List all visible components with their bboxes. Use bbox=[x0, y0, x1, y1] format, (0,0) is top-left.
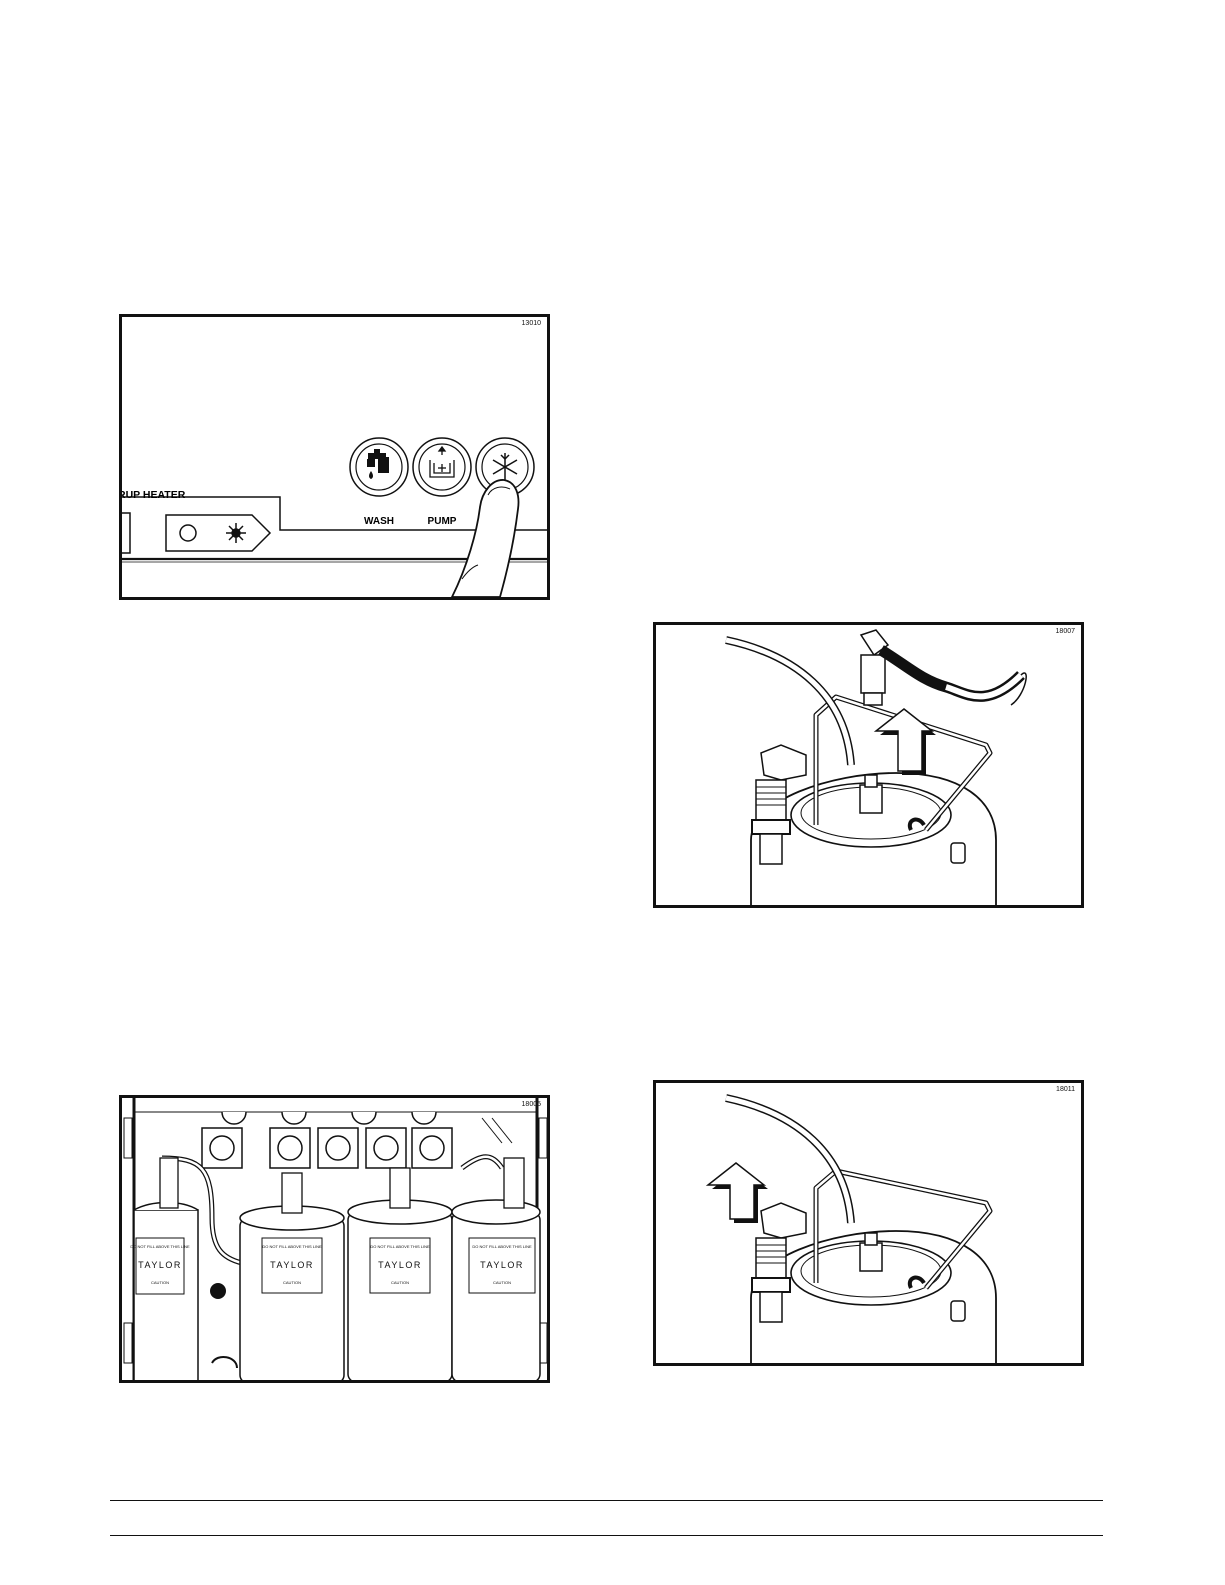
footer-rule-top bbox=[110, 1500, 1103, 1501]
figure-tank-gas-disconnect: 18011 bbox=[653, 1080, 1084, 1366]
pump-label: PUMP bbox=[428, 516, 457, 527]
tank-label-bottom: CAUTION bbox=[283, 1280, 301, 1285]
tank-label-top: DO NOT FILL ABOVE THIS LINE bbox=[262, 1244, 322, 1249]
tank-label-top: DO NOT FILL ABOVE THIS LINE bbox=[130, 1244, 190, 1249]
tank-compartment-drawing: DO NOT FILL ABOVE THIS LINE TAYLOR CAUTI… bbox=[122, 1098, 547, 1380]
regulator-row bbox=[202, 1112, 452, 1168]
tank-label-top: DO NOT FILL ABOVE THIS LINE bbox=[472, 1244, 532, 1249]
up-arrow-icon bbox=[876, 709, 936, 775]
tank-gas-disconnect-drawing bbox=[656, 1083, 1081, 1363]
tank-label-brand: TAYLOR bbox=[480, 1260, 524, 1270]
light-icon bbox=[226, 523, 246, 543]
figure-tank-compartment: 18005 bbox=[119, 1095, 550, 1383]
tank-3 bbox=[348, 1168, 452, 1380]
tank-label-brand: TAYLOR bbox=[138, 1260, 182, 1270]
heater-indicator bbox=[166, 515, 270, 551]
tank-label-bottom: CAUTION bbox=[151, 1280, 169, 1285]
tank-label-brand: TAYLOR bbox=[378, 1260, 422, 1270]
wash-label: WASH bbox=[364, 516, 394, 527]
tank-label-brand: TAYLOR bbox=[270, 1260, 314, 1270]
footer-rule-bottom bbox=[110, 1535, 1103, 1536]
pump-button[interactable] bbox=[413, 438, 471, 496]
tank-label-top: DO NOT FILL ABOVE THIS LINE bbox=[370, 1244, 430, 1249]
tank-disconnect-drawing bbox=[656, 625, 1081, 905]
figure-control-panel: 13010 bbox=[119, 314, 550, 600]
tank-label-bottom: CAUTION bbox=[391, 1280, 409, 1285]
up-arrow-icon bbox=[708, 1163, 768, 1223]
disconnect-marker bbox=[210, 1283, 226, 1299]
disconnected-fitting bbox=[861, 630, 1026, 705]
tank-2 bbox=[240, 1173, 344, 1380]
tank-label-bottom: CAUTION bbox=[493, 1280, 511, 1285]
control-panel-drawing: RUP HEATER WASH PUMP bbox=[122, 317, 547, 597]
wash-button[interactable] bbox=[350, 438, 408, 496]
panel-label: RUP HEATER bbox=[122, 489, 186, 501]
finger bbox=[452, 480, 518, 597]
figure-tank-disconnect: 18007 bbox=[653, 622, 1084, 908]
